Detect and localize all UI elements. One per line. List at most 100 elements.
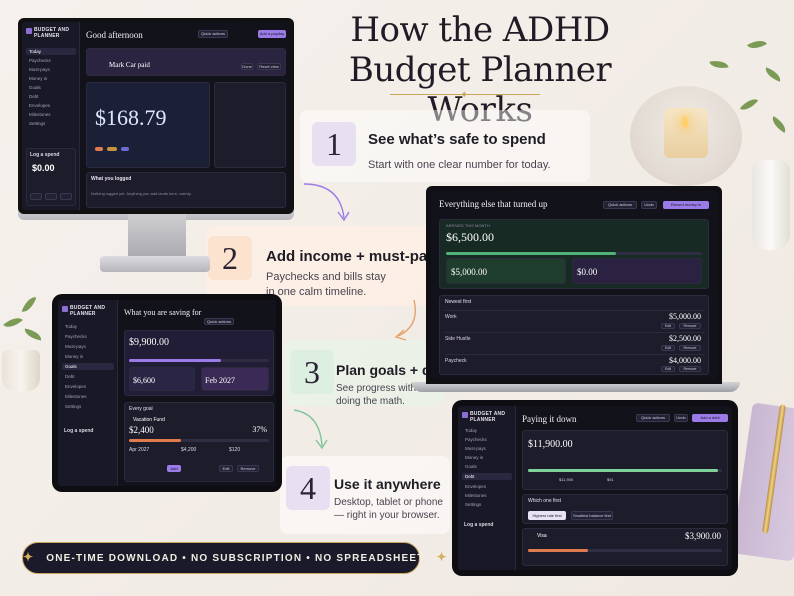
monitor-base <box>100 256 210 272</box>
quick-actions-button[interactable]: Quick actions <box>204 318 234 325</box>
edit-button[interactable]: Edit <box>219 465 233 472</box>
step-3-title: Plan goals + debt <box>336 362 452 378</box>
step-2-number: 2 <box>208 236 252 280</box>
income-total: $6,500.00 <box>446 230 494 244</box>
edit-button[interactable]: Edit <box>661 366 675 372</box>
laptop-heading: Everything else that turned up <box>439 199 548 209</box>
page-title: How the ADHD Budget Planner Works <box>300 10 660 130</box>
sidebar-item-settings[interactable]: Settings <box>65 404 82 409</box>
decor-vase <box>752 160 790 250</box>
tablet-goals-screen: BUDGET AND PLANNER Today Paychecks Must-… <box>58 300 276 486</box>
title-divider <box>390 94 540 95</box>
add-payday-button[interactable]: Add a payday <box>258 30 286 38</box>
remove-button[interactable]: Remove <box>237 465 259 472</box>
sidebar-item-money-in[interactable]: Money in <box>465 455 484 460</box>
step-4-title: Use it anywhere <box>334 476 441 492</box>
edit-button[interactable]: Edit <box>661 345 675 351</box>
leaf-icon <box>23 328 43 341</box>
edit-button[interactable]: Edit <box>661 323 675 329</box>
undo-button[interactable]: Undo <box>641 201 657 209</box>
sidebar-item-paychecks[interactable]: Paychecks <box>65 334 87 339</box>
logo-icon <box>26 28 32 34</box>
sidebar-item-settings[interactable]: Settings <box>29 121 46 126</box>
card-progress-fill <box>528 549 588 552</box>
goal-summary-card: $9,900.00 $6,600 Feb 2027 <box>124 330 274 396</box>
remove-button[interactable]: Remove <box>679 345 701 351</box>
sidebar-item-today[interactable]: Today <box>465 428 478 433</box>
sidebar-item-goals[interactable]: Goals <box>465 464 477 469</box>
sidebar-item-goals[interactable]: Goals <box>29 85 41 90</box>
left-amount: $6,600 <box>133 376 155 385</box>
leaf-icon <box>3 313 23 332</box>
reset-view-button[interactable]: Reset view <box>257 63 281 70</box>
brand-name: BUDGET AND PLANNER <box>70 305 106 317</box>
goals-heading: What you are saving for <box>124 308 202 317</box>
paycheck-tile: $5,000.00 <box>446 258 566 284</box>
sidebar-item-envelopes[interactable]: Envelopes <box>465 484 487 489</box>
remove-button[interactable]: Remove <box>679 366 701 372</box>
log-spend-label: Log a spend <box>464 522 494 528</box>
sidebar-item-must-pays[interactable]: Must-pays <box>465 446 486 451</box>
card-progress-track <box>528 549 722 552</box>
logo-icon <box>462 412 468 418</box>
sidebar-item-must-pays[interactable]: Must-pays <box>29 67 50 72</box>
laptop-screen: Everything else that turned up Quick act… <box>431 191 717 379</box>
quick-amount-button[interactable] <box>60 193 72 200</box>
sidebar-item-envelopes[interactable]: Envelopes <box>65 384 87 389</box>
remove-button[interactable]: Remove <box>679 323 701 329</box>
strategy-smallest-balance[interactable]: Smallest balance first <box>571 511 613 520</box>
sidebar-item-paychecks[interactable]: Paychecks <box>29 58 51 63</box>
strategy-highest-rate[interactable]: Highest rate first <box>528 511 566 520</box>
strategy-panel: Which one first Highest rate first Small… <box>522 494 728 524</box>
sidebar-item-milestones[interactable]: Milestones <box>65 394 87 399</box>
sidebar-item-settings[interactable]: Settings <box>465 502 482 507</box>
debt-summary-card: $11,900.00 $11,900 $91 <box>522 430 728 490</box>
title-line-1: How the ADHD <box>350 10 610 50</box>
row-amount: $2,500.00 <box>669 334 701 343</box>
quick-actions-button[interactable]: Quick actions <box>636 414 670 422</box>
goal-name: Vacation Fund <box>133 417 165 423</box>
status-chip <box>107 147 117 151</box>
decor-plant-pot <box>2 350 40 392</box>
sidebar-item-goals[interactable]: Goals <box>62 363 114 370</box>
row-name: Paycheck <box>445 358 467 364</box>
sidebar: BUDGET AND PLANNER Today Paychecks Must-… <box>58 300 118 486</box>
sidebar-item-money-in[interactable]: Money in <box>65 354 84 359</box>
record-money-button[interactable]: Record money in <box>663 201 709 209</box>
add-button[interactable]: Add <box>167 465 181 472</box>
sidebar-item-must-pays[interactable]: Must-pays <box>65 344 86 349</box>
add-debt-button[interactable]: Add a debt <box>692 414 728 422</box>
goal-left: $4,200 <box>181 447 197 453</box>
sidebar-item-money-in[interactable]: Money in <box>29 76 48 81</box>
leaf-icon <box>763 67 783 82</box>
arrow-icon <box>293 409 328 450</box>
quick-actions-button[interactable]: Quick actions <box>198 30 228 38</box>
quick-amount-button[interactable] <box>45 193 57 200</box>
quick-amount-button[interactable] <box>30 193 42 200</box>
monitor-stand <box>128 214 186 258</box>
desktop-monitor: BUDGET AND PLANNER Today Paychecks Must-… <box>18 18 294 214</box>
quick-actions-button[interactable]: Quick actions <box>603 201 637 209</box>
sidebar-item-debt[interactable]: Debt <box>29 94 39 99</box>
sidebar-item-milestones[interactable]: Milestones <box>465 493 487 498</box>
flame-icon <box>682 116 688 128</box>
done-button[interactable]: Done <box>241 63 253 70</box>
sidebar-item-debt[interactable]: Debt <box>462 473 512 480</box>
sidebar-item-today[interactable]: Today <box>65 324 78 329</box>
which-first-label: Which one first <box>528 498 562 504</box>
debt-progress-fill <box>528 469 718 472</box>
sidebar-item-today[interactable]: Today <box>26 48 76 55</box>
step-3-desc: See progress without doing the math. <box>336 383 430 407</box>
undo-button[interactable]: Undo <box>674 414 688 422</box>
step-1-number: 1 <box>312 122 356 166</box>
goal-progress-fill <box>129 359 221 362</box>
sidebar-item-envelopes[interactable]: Envelopes <box>29 103 51 108</box>
leaf-icon <box>768 116 790 133</box>
step-1-title: See what’s safe to spend <box>368 131 546 148</box>
sidebar-item-debt[interactable]: Debt <box>65 374 75 379</box>
sidebar-item-milestones[interactable]: Milestones <box>29 112 51 117</box>
every-goal-label: Every goal <box>129 406 153 412</box>
safe-to-spend-card: $168.79 <box>86 82 210 168</box>
sidebar-item-paychecks[interactable]: Paychecks <box>465 437 487 442</box>
status-chip <box>95 147 103 151</box>
